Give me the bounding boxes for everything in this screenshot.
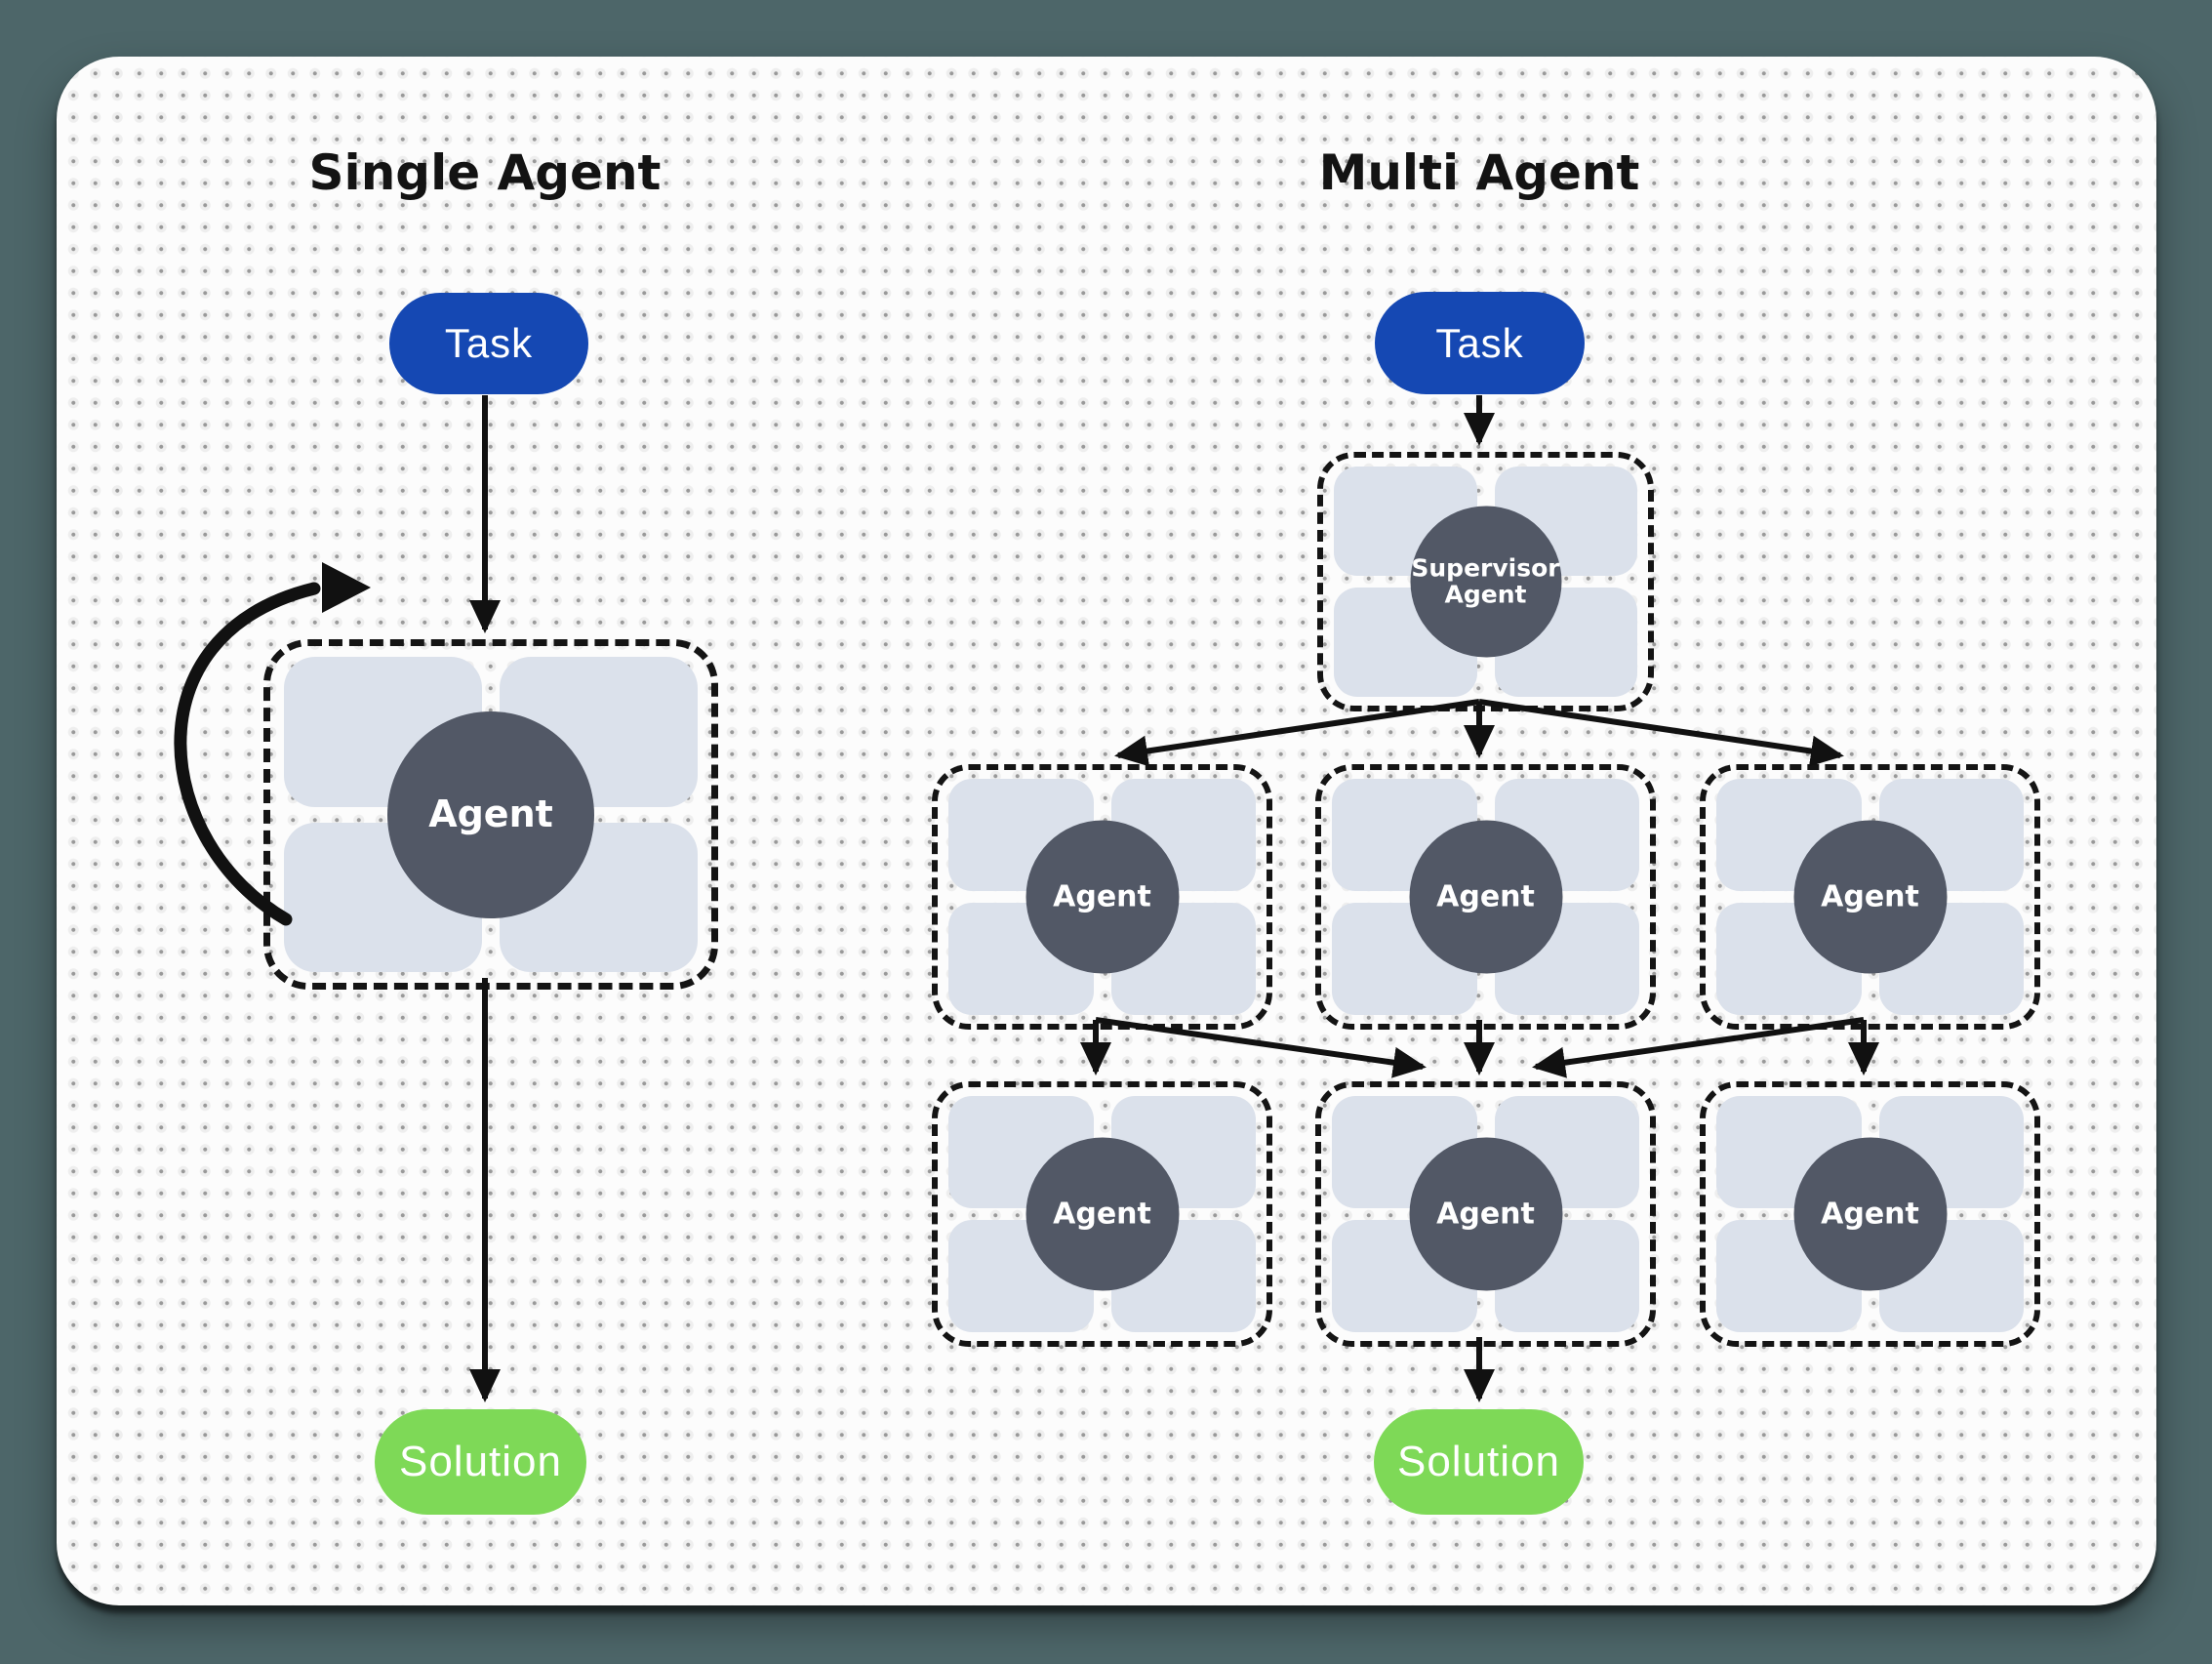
agent-label: Agent [428, 792, 553, 836]
agent-label: Agent [1053, 879, 1151, 914]
supervisor-agent-box: Supervisor Agent [1317, 452, 1654, 711]
agent-label: Agent [1436, 1197, 1535, 1232]
agent-label: Agent [1821, 1197, 1919, 1232]
agent-box-row2-right: Agent [1700, 1081, 2040, 1347]
agent-label: Agent [1821, 879, 1919, 914]
agent-circle: Agent [387, 710, 594, 918]
agent-circle: Agent [1409, 1137, 1562, 1291]
supervisor-agent-label: Supervisor Agent [1411, 553, 1560, 608]
agent-box-row1-left: Agent [932, 764, 1272, 1030]
agent-box-row2-left: Agent [932, 1081, 1272, 1347]
agent-label: Agent [1053, 1197, 1151, 1232]
agent-box-row2-center: Agent [1315, 1081, 1656, 1347]
agent-box-row1-center: Agent [1315, 764, 1656, 1030]
agent-box-row1-right: Agent [1700, 764, 2040, 1030]
agent-box-single: Agent [263, 639, 718, 990]
task-pill-single: Task [389, 293, 588, 394]
multi-agent-title: Multi Agent [1318, 144, 1640, 201]
solution-pill-single: Solution [375, 1409, 586, 1515]
agent-circle: Agent [1026, 820, 1179, 974]
agent-label: Agent [1436, 879, 1535, 914]
agent-circle: Agent [1793, 1137, 1947, 1291]
agent-circle: Agent [1026, 1137, 1179, 1291]
single-agent-title: Single Agent [308, 144, 662, 201]
solution-pill-multi: Solution [1374, 1409, 1584, 1515]
agent-circle: Agent [1793, 820, 1947, 974]
agent-circle: Agent [1409, 820, 1562, 974]
supervisor-agent-circle: Supervisor Agent [1410, 506, 1561, 658]
task-pill-multi: Task [1375, 292, 1585, 394]
